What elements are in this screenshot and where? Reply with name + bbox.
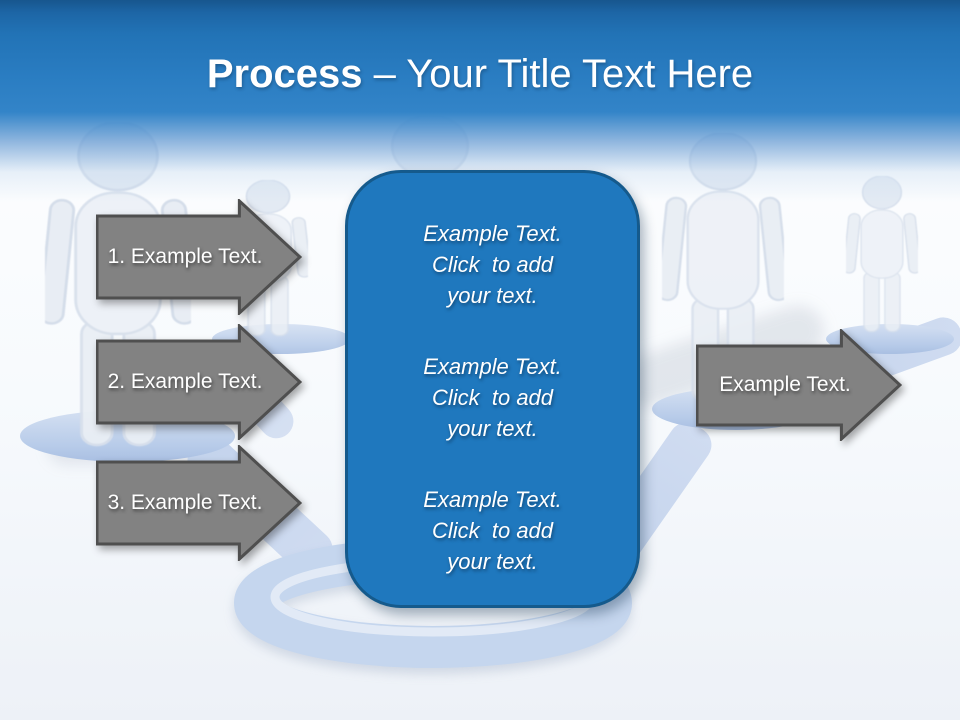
center-text-box[interactable]: Example Text. Click to add your text. Ex… <box>345 170 640 608</box>
person-figure-right-small <box>846 176 918 333</box>
text-line: your text. <box>447 283 538 308</box>
process-arrow-2[interactable]: 2. Example Text. <box>96 324 302 440</box>
arrow-2-label: 2. Example Text. <box>107 370 263 393</box>
arrow-right-shape <box>96 445 302 561</box>
text-line: Example Text. <box>423 221 562 246</box>
text-block-2[interactable]: Example Text. Click to add your text. <box>423 351 562 444</box>
process-arrow-output[interactable]: Example Text. <box>696 329 902 441</box>
process-arrow-3[interactable]: 3. Example Text. <box>96 445 302 561</box>
slide-title-rest: – Your Title Text Here <box>362 52 754 96</box>
text-line: your text. <box>447 416 538 441</box>
text-line: Click to add <box>431 518 554 543</box>
arrow-right-shape <box>96 324 302 440</box>
slide-title[interactable]: Process – Your Title Text Here <box>0 50 960 98</box>
text-line: your text. <box>447 549 538 574</box>
text-line: Click to add <box>431 385 554 410</box>
text-block-3[interactable]: Example Text. Click to add your text. <box>423 484 562 577</box>
slide-title-keyword: Process <box>206 52 363 96</box>
text-line: Example Text. <box>423 354 562 379</box>
text-line: Example Text. <box>423 487 562 512</box>
arrow-1-label: 1. Example Text. <box>107 245 263 268</box>
arrow-output-label: Example Text. <box>719 373 851 396</box>
process-arrow-1[interactable]: 1. Example Text. <box>96 199 302 315</box>
text-line: Click to add <box>431 252 554 277</box>
arrow-right-shape <box>696 329 902 441</box>
text-block-1[interactable]: Example Text. Click to add your text. <box>423 218 562 311</box>
arrow-3-label: 3. Example Text. <box>107 491 263 514</box>
